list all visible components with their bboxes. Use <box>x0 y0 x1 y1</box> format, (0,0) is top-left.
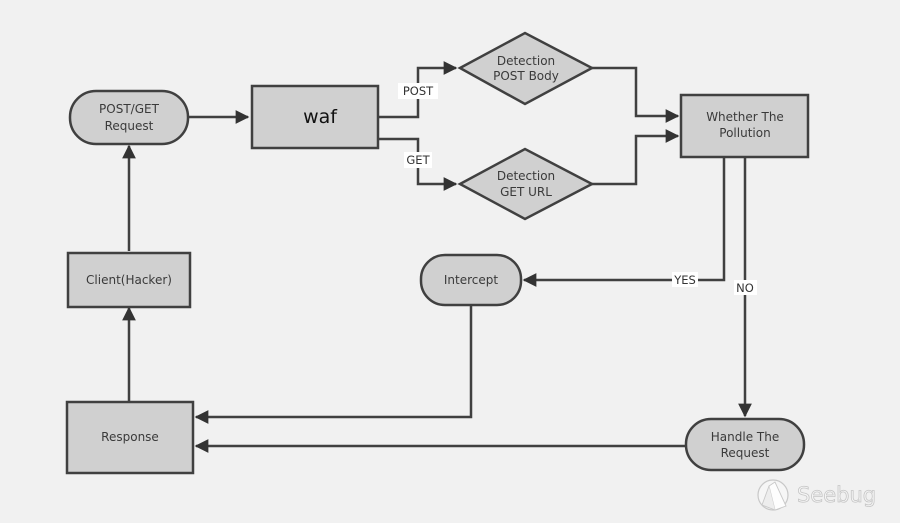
no-label: NO <box>736 281 754 295</box>
node-response: Response <box>65 400 195 475</box>
edge-pollution-yes-to-intercept <box>522 157 726 287</box>
edge-detect-get-to-pollution <box>592 129 680 186</box>
post-label: POST <box>403 84 434 98</box>
node-post-get-request: POST/GET Request <box>68 89 190 146</box>
pollution-label-line-2: Pollution <box>719 126 770 140</box>
edge-label-no: NO <box>734 280 757 295</box>
edge-label-yes: YES <box>672 272 698 287</box>
node-detection-get-url: Detection GET URL <box>457 147 595 221</box>
edge-label-post: POST <box>398 83 438 99</box>
get-label: GET <box>406 153 430 167</box>
node-client-hacker: Client(Hacker) <box>66 251 192 309</box>
seebug-logo-icon <box>757 479 789 511</box>
request-label-line-2: Request <box>105 119 154 133</box>
response-label: Response <box>101 430 159 444</box>
node-whether-the-pollution: Whether The Pollution <box>679 93 810 159</box>
detect-post-label-line-1: Detection <box>497 54 555 68</box>
edge-intercept-to-response <box>194 305 473 424</box>
handle-label-line-1: Handle The <box>711 430 779 444</box>
edge-label-get: GET <box>404 152 432 168</box>
handle-label-line-2: Request <box>721 446 770 460</box>
node-intercept: Intercept <box>419 253 523 307</box>
seebug-text: Seebug <box>797 483 876 507</box>
waf-label: waf <box>303 106 338 128</box>
request-label-line-1: POST/GET <box>99 102 160 116</box>
pollution-label-line-1: Whether The <box>706 110 784 124</box>
node-detection-post-body: Detection POST Body <box>457 31 595 106</box>
edge-detect-post-to-pollution <box>592 66 680 123</box>
node-waf: waf <box>250 84 380 150</box>
yes-label: YES <box>673 273 696 287</box>
detect-get-label-line-1: Detection <box>497 169 555 183</box>
intercept-label: Intercept <box>444 273 499 287</box>
detect-post-label-line-2: POST Body <box>493 69 559 83</box>
node-handle-the-request: Handle The Request <box>684 417 806 472</box>
detect-get-label-line-2: GET URL <box>500 185 552 199</box>
seebug-watermark: Seebug <box>757 479 877 511</box>
client-label: Client(Hacker) <box>86 273 172 287</box>
